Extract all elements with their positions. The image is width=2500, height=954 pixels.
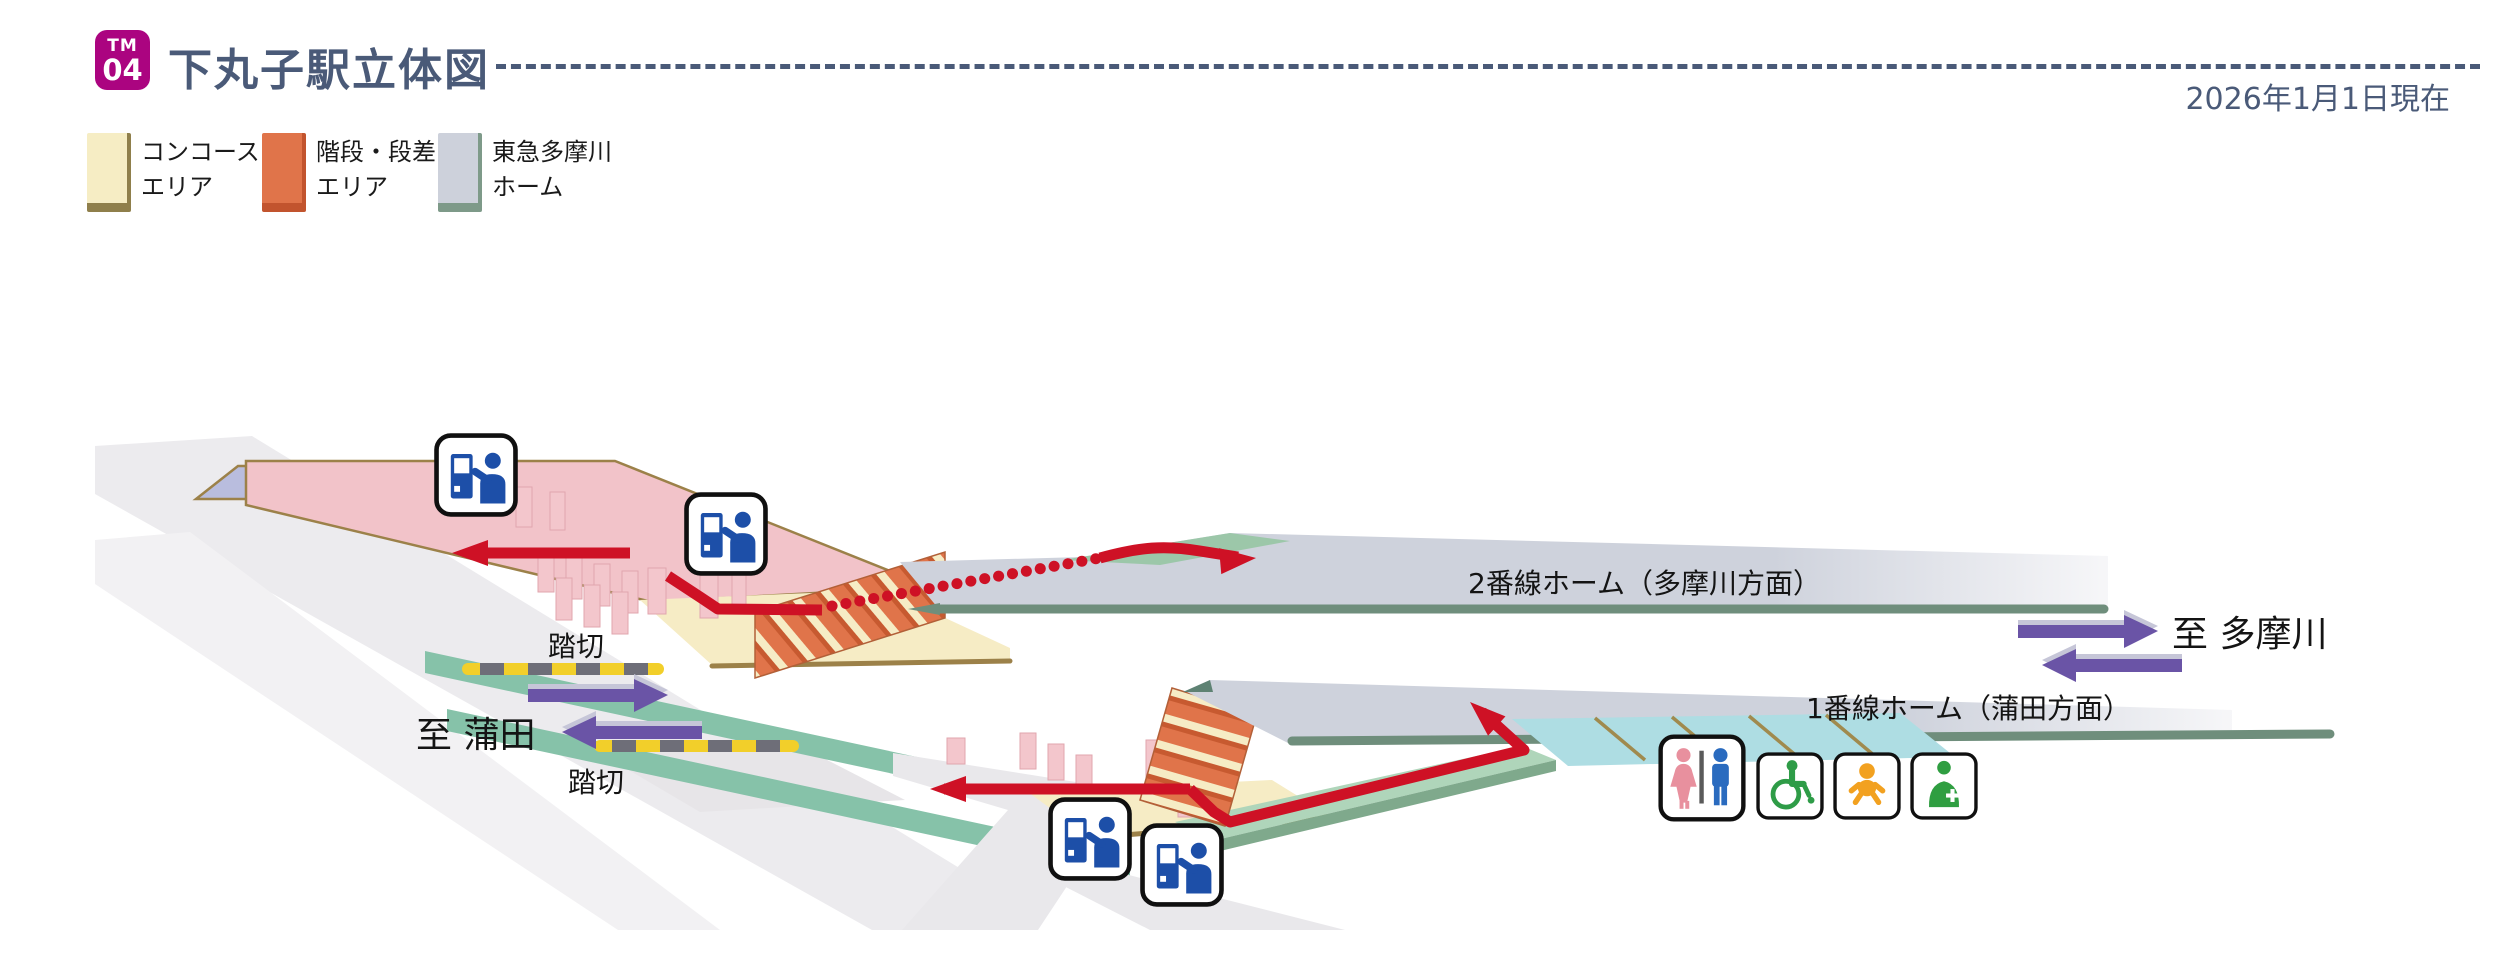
ostomate-icon bbox=[1910, 752, 1978, 820]
line-station-badge: TM 04 bbox=[95, 30, 150, 90]
ticket-gates-west bbox=[515, 486, 747, 635]
as-of-date: 2026年1月1日現在 bbox=[2185, 82, 2450, 117]
restroom-icon bbox=[1661, 737, 1744, 820]
legend-item-platform: 東急多摩川 ホーム bbox=[438, 133, 612, 212]
platform-1-tip bbox=[1183, 680, 1213, 692]
crossing-label-1: 踏切 bbox=[548, 630, 604, 663]
platform-2-label: 2番線ホーム（多摩川方面） bbox=[1468, 567, 1821, 600]
legend-label: コンコース bbox=[141, 138, 260, 166]
platform-1-label: 1番線ホーム（蒲田方面） bbox=[1806, 692, 2131, 725]
legend-swatch-platform bbox=[438, 133, 482, 212]
badge-station-number: 04 bbox=[102, 53, 143, 87]
platform-1: 1番線ホーム（蒲田方面） bbox=[1183, 680, 2335, 766]
ticket-machine-icon bbox=[437, 436, 516, 515]
platform-1-surface bbox=[1185, 680, 2232, 743]
platform-2: 2番線ホーム（多摩川方面） bbox=[900, 533, 2109, 615]
to-tamagawa-label: 至 多摩川 bbox=[2172, 614, 2327, 655]
train-direction-arrow-right bbox=[2018, 610, 2158, 648]
badge-line-code: TM bbox=[107, 36, 138, 56]
legend-swatch-stairs bbox=[262, 133, 306, 212]
page-title: 下丸子駅立体図 bbox=[168, 45, 490, 96]
stairs-west bbox=[754, 550, 946, 680]
legend-swatch-concourse bbox=[87, 133, 131, 212]
ticket-machine-icon bbox=[687, 495, 766, 574]
route-west-gate bbox=[482, 542, 1239, 616]
route-dotted-stairs bbox=[826, 552, 1106, 612]
train-direction-arrow-left bbox=[2042, 644, 2182, 682]
ramp-edge bbox=[1212, 760, 1556, 852]
road-strip bbox=[95, 532, 720, 930]
ticket-machine-icon bbox=[1143, 826, 1222, 905]
legend-label: 東急多摩川 bbox=[492, 138, 612, 166]
wheelchair-accessible-icon bbox=[1758, 754, 1822, 818]
platform-2-edge-tip bbox=[908, 603, 940, 615]
legend-item-concourse: コンコース エリア bbox=[87, 133, 260, 212]
legend-label: 階段・段差 bbox=[316, 138, 436, 166]
legend-label: ホーム bbox=[492, 173, 564, 201]
crossing-label-2: 踏切 bbox=[568, 766, 624, 799]
line-direction-right bbox=[2018, 610, 2182, 682]
legend-label: エリア bbox=[141, 173, 213, 201]
ticket-machine-icon bbox=[1051, 800, 1130, 879]
to-kamata-label: 至 蒲田 bbox=[416, 715, 535, 756]
legend-item-stairs: 階段・段差 エリア bbox=[262, 133, 436, 212]
baby-care-icon bbox=[1835, 754, 1899, 818]
title-dashed-rule bbox=[496, 64, 2480, 69]
route-east-gate bbox=[944, 707, 1530, 828]
legend-label: エリア bbox=[316, 173, 388, 201]
